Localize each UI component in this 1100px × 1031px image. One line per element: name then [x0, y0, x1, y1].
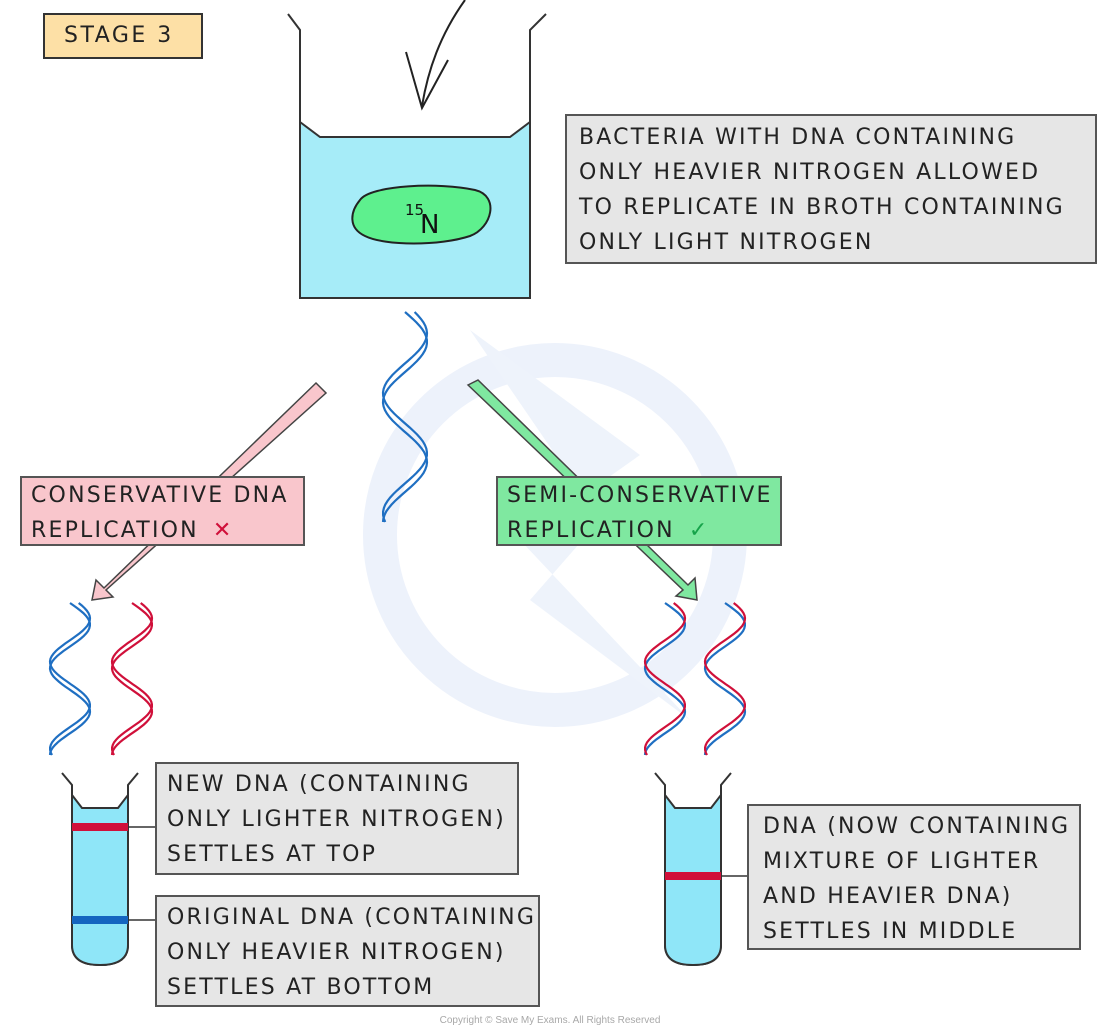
dna-strand	[48, 602, 92, 756]
semi-conservative-hybrid-helix-1	[643, 602, 687, 756]
info-box: BACTERIA WITH DNA CONTAINING ONLY HEAVIE…	[565, 114, 1097, 264]
bacterium: 15 N	[351, 184, 492, 245]
dna-strand	[703, 602, 747, 756]
conservative-heavy-helix	[110, 602, 154, 756]
mixture-line: AND HEAVIER DNA)	[763, 884, 1013, 909]
hybrid-dna-band	[665, 872, 721, 880]
test-tube-conservative	[61, 772, 156, 967]
new-dna-line: NEW DNA (CONTAINING	[167, 772, 471, 797]
mixture-line: MIXTURE OF LIGHTER	[763, 849, 1041, 874]
test-tube-semi-conservative	[654, 772, 748, 967]
info-line: ONLY HEAVIER NITROGEN ALLOWED	[579, 160, 1041, 185]
dna-strand	[110, 602, 154, 756]
conservative-line-2: REPLICATION ✕	[31, 513, 303, 548]
conservative-light-helix	[48, 602, 92, 756]
original-dna-line: ORIGINAL DNA (CONTAINING	[167, 905, 537, 930]
new-dna-label: NEW DNA (CONTAINING ONLY LIGHTER NITROGE…	[155, 762, 519, 875]
mixture-line: DNA (NOW CONTAINING	[763, 814, 1071, 839]
isotope-mass: 15	[405, 201, 424, 219]
dna-strand	[48, 602, 92, 756]
dna-strand	[703, 602, 747, 756]
stage-label: STAGE 3	[43, 13, 203, 59]
original-dna-label: ORIGINAL DNA (CONTAINING ONLY HEAVIER NI…	[155, 895, 540, 1007]
mixture-dna-label: DNA (NOW CONTAINING MIXTURE OF LIGHTER A…	[747, 804, 1081, 950]
input-arrow	[405, 0, 466, 111]
semi-conservative-box: SEMI-CONSERVATIVE REPLICATION ✓	[496, 476, 782, 546]
original-dna-helix	[381, 311, 429, 523]
new-dna-line: SETTLES AT TOP	[167, 842, 378, 867]
dna-strand	[643, 602, 687, 756]
mixture-line: SETTLES IN MIDDLE	[763, 919, 1018, 944]
light-dna-band	[72, 823, 128, 831]
info-line: TO REPLICATE IN BROTH CONTAINING	[579, 195, 1065, 220]
conservative-line: CONSERVATIVE DNA	[31, 483, 289, 508]
dna-strand	[381, 311, 429, 523]
dna-strand	[110, 602, 154, 756]
beaker	[287, 13, 547, 299]
conservative-box: CONSERVATIVE DNA REPLICATION ✕	[20, 476, 305, 546]
check-icon: ✓	[688, 518, 710, 543]
original-dna-line: SETTLES AT BOTTOM	[167, 975, 435, 1000]
new-dna-line: ONLY LIGHTER NITROGEN)	[167, 807, 506, 832]
dna-strand	[381, 311, 429, 523]
cross-icon: ✕	[212, 518, 234, 543]
semi-conservative-line-2: REPLICATION ✓	[507, 513, 780, 548]
semi-conservative-line: SEMI-CONSERVATIVE	[507, 483, 773, 508]
heavy-dna-band	[72, 916, 128, 924]
copyright-notice: Copyright © Save My Exams. All Rights Re…	[439, 1015, 661, 1026]
semi-conservative-line: REPLICATION	[507, 518, 675, 543]
dna-strand	[643, 602, 687, 756]
conservative-line: REPLICATION	[31, 518, 199, 543]
info-line: ONLY LIGHT NITROGEN	[579, 230, 874, 255]
original-dna-line: ONLY HEAVIER NITROGEN)	[167, 940, 506, 965]
semi-conservative-hybrid-helix-2	[703, 602, 747, 756]
isotope-symbol: N	[420, 210, 439, 240]
info-line: BACTERIA WITH DNA CONTAINING	[579, 125, 1017, 150]
